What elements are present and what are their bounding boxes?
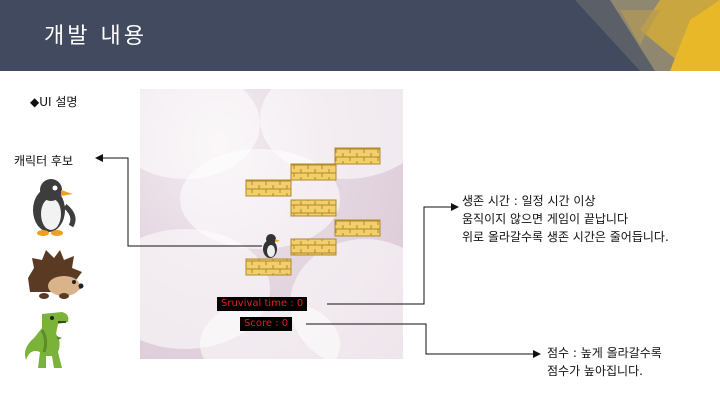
platform — [245, 179, 292, 197]
platform — [334, 147, 381, 165]
survival-time-display: Sruvival time : 0 — [217, 297, 308, 311]
survival-desc-line: 움직이지 않으면 게임이 끝납니다 — [462, 212, 629, 226]
platform — [290, 163, 337, 181]
survival-desc-line: 생존 시간 : 일정 시간 이상 — [462, 194, 596, 208]
survival-desc-line: 위로 올라갈수록 생존 시간은 줄어듭니다. — [462, 230, 669, 244]
score-desc-line: 점수 : 높게 올라갈수록 — [547, 346, 662, 360]
platform — [290, 199, 337, 217]
penguin-icon — [33, 179, 76, 236]
page-title: 개발 내용 — [44, 24, 147, 49]
section-label: ◆UI 설명 — [30, 95, 78, 109]
game-screen — [140, 89, 403, 359]
survival-description: 생존 시간 : 일정 시간 이상 움직이지 않으면 게임이 끝납니다 위로 올라… — [462, 192, 669, 246]
player-penguin-icon — [263, 234, 280, 258]
platforms — [245, 147, 381, 276]
platform — [290, 238, 337, 256]
platform — [334, 219, 381, 237]
header-decoration — [575, 0, 720, 71]
dinosaur-icon — [25, 312, 69, 368]
platform — [245, 258, 292, 276]
score-display: Score : 0 — [240, 317, 293, 331]
hedgehog-icon — [28, 250, 84, 299]
score-desc-line: 점수가 높아집니다. — [547, 364, 643, 378]
character-candidates-label: 캐릭터 후보 — [14, 154, 74, 168]
score-description: 점수 : 높게 올라갈수록 점수가 높아집니다. — [547, 344, 662, 380]
